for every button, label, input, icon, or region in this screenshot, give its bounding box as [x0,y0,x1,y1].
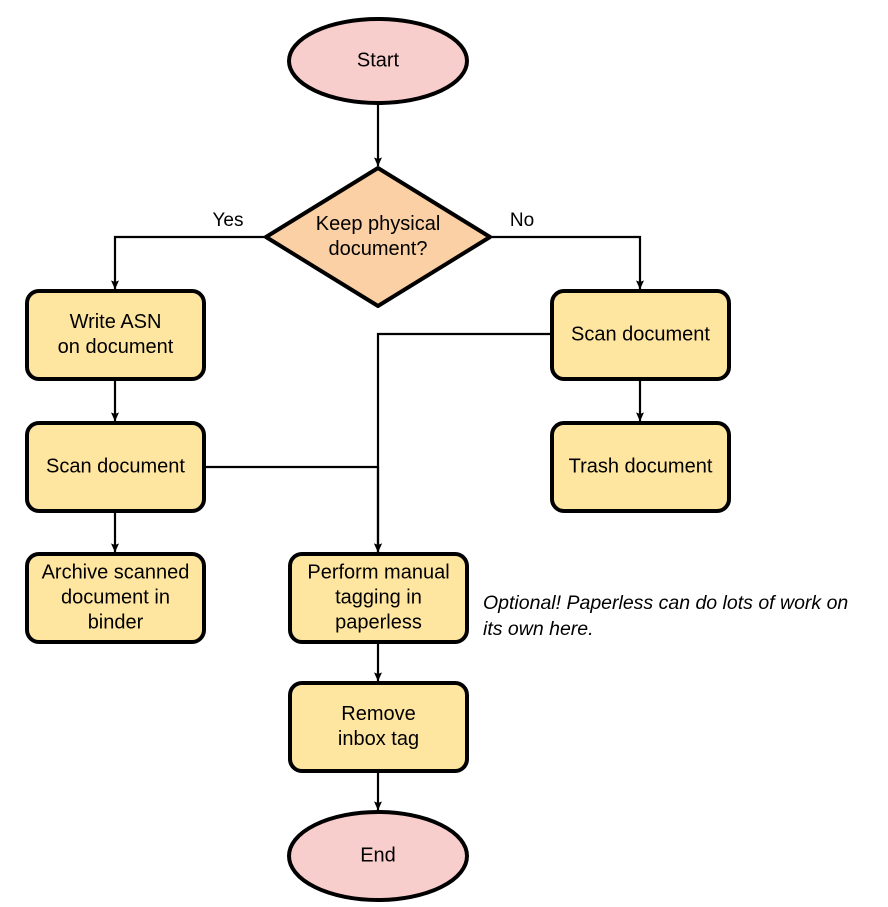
node-scan-document-right[interactable]: Scan document [550,289,731,381]
node-label: Perform manual [307,561,449,583]
node-label: Remove [341,703,415,725]
node-label: inbox tag [338,728,419,750]
process-shape[interactable] [550,289,731,381]
edge-path [374,332,552,553]
node-remove-inbox-tag[interactable]: Remove inbox tag [288,681,469,773]
edge-path [490,235,644,290]
node-label: Trash document [569,455,713,477]
node-archive-scanned-document-in-binder[interactable]: Archive scanned document in binder [25,552,206,644]
node-keep-physical-document[interactable]: Keep physical document? [264,166,492,308]
node-label: paperless [335,611,422,633]
node-label: Write ASN [70,311,162,333]
node-scan-document-left[interactable]: Scan document [25,421,206,513]
edge-label-no: No [510,210,534,231]
process-shape[interactable] [288,681,469,773]
node-label: document in [61,586,170,608]
node-label: on document [58,336,174,358]
process-shape[interactable] [25,289,206,381]
edge-decision-no-to-scan-right: No [490,210,644,290]
node-label: document? [329,238,428,260]
edge-decision-yes-to-write-asn: Yes [111,210,266,290]
node-label: binder [88,611,144,633]
terminator-shape[interactable] [287,17,469,105]
edge-path [111,235,266,290]
node-start[interactable]: Start [287,17,469,105]
node-label: tagging in [335,586,422,608]
node-end[interactable]: End [287,810,469,902]
node-label: Scan document [571,323,710,345]
node-label: Start [357,49,400,71]
node-perform-manual-tagging-in-paperless[interactable]: Perform manual tagging in paperless [288,552,469,644]
decision-shape[interactable] [264,166,492,308]
edge-path [204,465,382,553]
annotation-line: its own here. [483,618,594,640]
process-shape[interactable] [550,421,731,513]
node-trash-document[interactable]: Trash document [550,421,731,513]
terminator-shape[interactable] [287,810,469,902]
node-write-asn-on-document[interactable]: Write ASN on document [25,289,206,381]
annotation-optional-note: Optional! Paperless can do lots of work … [483,592,848,640]
node-label: Keep physical [316,213,441,235]
edge-scan-right-to-tagging [374,332,552,553]
process-shape[interactable] [25,421,206,513]
annotation-layer: Optional! Paperless can do lots of work … [483,592,848,640]
node-label: End [360,844,396,866]
node-label: Archive scanned [42,561,190,583]
edge-scan-left-to-tagging [204,465,382,553]
process-shape[interactable] [25,552,206,644]
edge-layer: Yes No [111,103,644,811]
process-shape[interactable] [288,552,469,644]
edge-label-yes: Yes [213,210,244,231]
annotation-line: Optional! Paperless can do lots of work … [483,592,848,614]
node-label: Scan document [46,455,185,477]
